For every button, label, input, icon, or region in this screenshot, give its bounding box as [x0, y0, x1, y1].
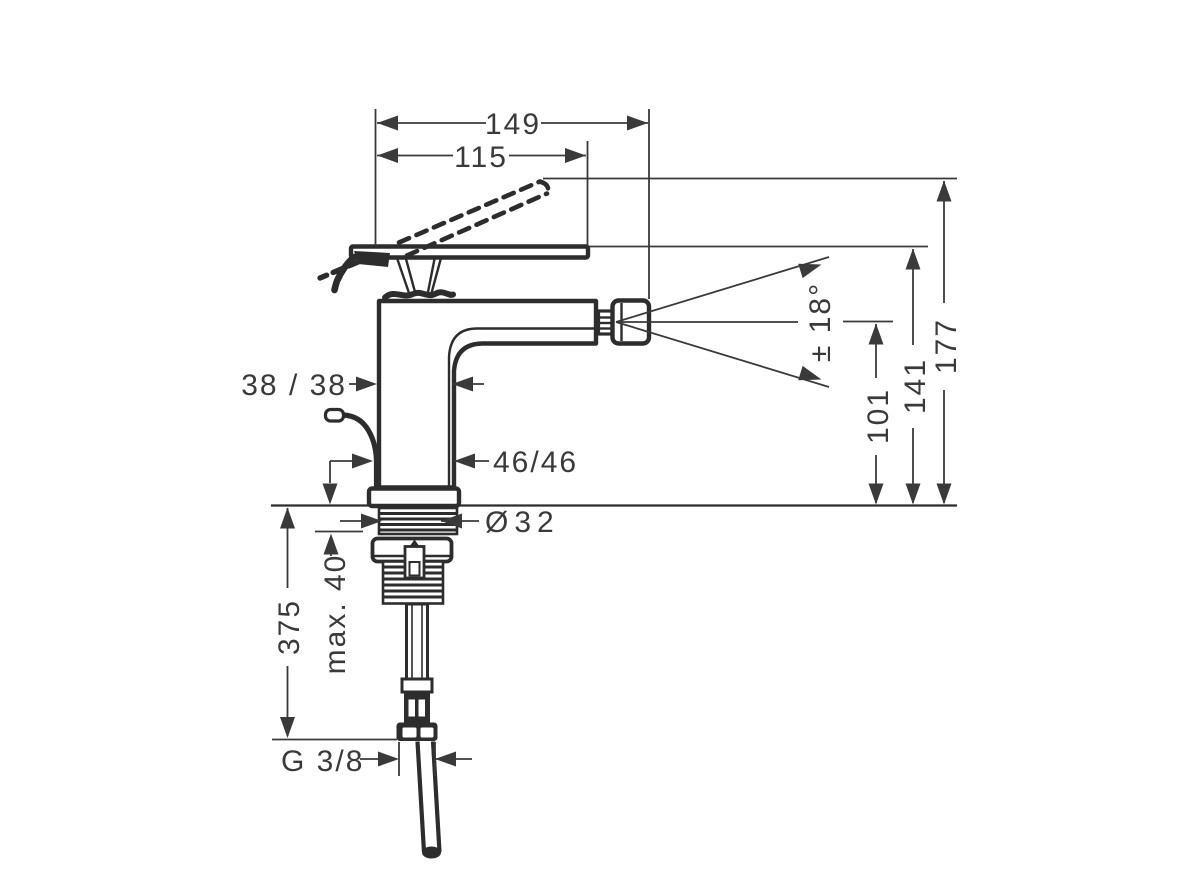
dim-hose-length-label: 375: [273, 599, 306, 655]
spray-angle-label: ± 18°: [804, 282, 837, 362]
dim-hole-diameter-label: Ø32: [485, 506, 560, 539]
hose-end-cap: [422, 846, 441, 859]
handle-lever-raised-dashed: [317, 179, 551, 281]
hose-connector: [404, 692, 430, 723]
spray-angle-annotation: ± 18°: [615, 256, 837, 388]
mounting-shank: [370, 506, 459, 605]
dim-reach-total: 149: [377, 108, 648, 141]
dim-height-spray-label: 101: [862, 388, 895, 444]
handle-pivot-joint: [354, 251, 390, 267]
dim-base-width: 46/46: [330, 446, 578, 479]
dim-reach-spout-label: 115: [454, 141, 508, 174]
faucet-drawing: [317, 179, 652, 859]
dim-height-spout-label: 141: [899, 358, 932, 414]
supply-hose: [396, 602, 442, 859]
base-plate: [366, 486, 462, 509]
dim-height-total-label: 177: [930, 318, 963, 374]
dim-hose-length: 375: [272, 507, 397, 741]
popup-rod: [323, 407, 380, 491]
dimension-annotations: 149 115 177 141: [241, 108, 963, 778]
dim-deck-thickness-label: max. 40: [319, 554, 352, 675]
dim-base-width-label: 46/46: [493, 446, 578, 479]
faucet-body-and-spout: [376, 298, 599, 490]
dim-height-spout: 141: [899, 248, 932, 505]
dim-height-spray: 101: [862, 323, 895, 505]
extension-lines: [374, 109, 957, 323]
handle-cone: [382, 257, 456, 301]
dim-height-total: 177: [930, 180, 963, 505]
dim-deck-thickness: max. 40: [315, 461, 363, 674]
dim-body-width: 38 / 38: [241, 369, 484, 402]
dim-reach-spout: 115: [377, 141, 586, 174]
dim-thread: G 3/8: [281, 742, 472, 778]
dim-reach-total-label: 149: [485, 108, 541, 141]
dim-body-width-label: 38 / 38: [241, 369, 347, 402]
handle-lever: [331, 244, 591, 294]
dim-thread-label: G 3/8: [281, 745, 364, 778]
dim-hole-diameter: Ø32: [340, 506, 560, 539]
